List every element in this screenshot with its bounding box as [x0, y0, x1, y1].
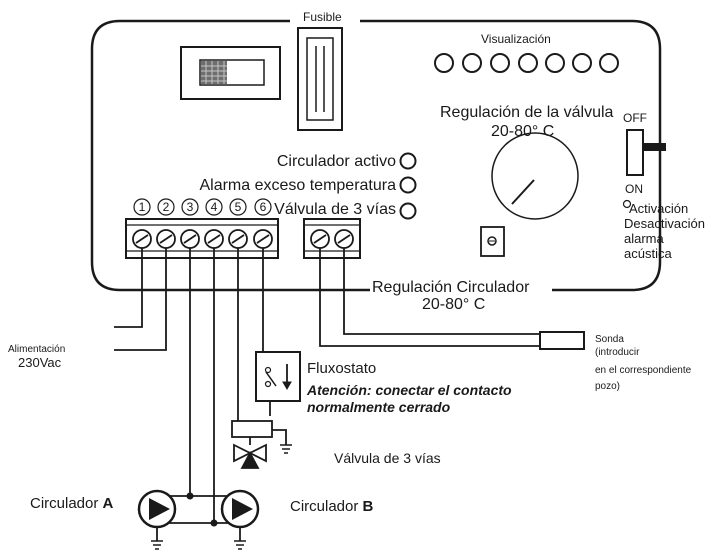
- probe-label-3: en el correspondiente: [595, 365, 692, 376]
- temperature-probe: [539, 331, 585, 350]
- circulator-potentiometer[interactable]: [480, 226, 505, 257]
- indicator-circulator-label: Circulador activo: [277, 153, 396, 170]
- valve-regulation-dial[interactable]: [491, 132, 579, 220]
- switch-on-label: ON: [625, 182, 643, 196]
- circulator-a-pump: [137, 489, 177, 529]
- terminal-number-6: 6: [260, 200, 267, 214]
- probe-label-4: pozo): [595, 381, 620, 392]
- probe-label-1: Sonda: [595, 334, 624, 345]
- circulator-a-label: Circulador A: [30, 495, 114, 512]
- alarm-label-3: alarma: [624, 231, 665, 246]
- alarm-label-4: acústica: [624, 246, 672, 261]
- warning-label-2: normalmente cerrado: [307, 399, 451, 415]
- indicator-leds: [399, 152, 417, 220]
- alarm-toggle-switch[interactable]: [626, 129, 666, 176]
- switch-off-label: OFF: [623, 111, 647, 125]
- terminal-number-4: 4: [211, 200, 218, 214]
- power-supply-label-1: Alimentación: [8, 344, 65, 355]
- fuse: [297, 27, 343, 131]
- wires: [114, 248, 540, 541]
- display-leds: [434, 53, 619, 73]
- circulator-b-prefix: Circulador: [290, 498, 358, 515]
- flow-switch: [255, 351, 301, 402]
- circulator-b-letter: B: [363, 498, 374, 515]
- terminal-number-1: 1: [139, 200, 146, 214]
- selector-dot-icon: [622, 199, 632, 209]
- circulator-regulation-label: Regulación Circulador: [372, 279, 530, 296]
- terminal-number-5: 5: [235, 200, 242, 214]
- indicator-alarm-label: Alarma exceso temperatura: [199, 177, 396, 194]
- pump-ground-icons: [151, 540, 246, 550]
- wire-junctions: [186, 492, 218, 527]
- circulator-b-label: Circulador B: [290, 498, 374, 515]
- alarm-label-1: Activación: [629, 201, 688, 216]
- terminal-number-3: 3: [187, 200, 194, 214]
- alarm-label-2: Desactivación: [624, 216, 705, 231]
- circulator-a-letter: A: [103, 495, 114, 512]
- display-label: Visualización: [481, 32, 551, 46]
- indicator-valve-label: Válvula de 3 vías: [274, 201, 396, 218]
- valve-ground-icon: [280, 444, 292, 454]
- valve-regulation-label: Regulación de la válvula: [440, 104, 614, 121]
- probe-label-2: (introducir: [595, 347, 640, 358]
- circulator-a-prefix: Circulador: [30, 495, 98, 512]
- control-box: [90, 19, 662, 292]
- terminal-block-probe: [303, 218, 361, 259]
- terminal-screws-main: [132, 229, 273, 249]
- valve-range-label: 20-80° C: [491, 123, 554, 140]
- terminal-screws-probe: [310, 229, 354, 249]
- circulator-range-label: 20-80° C: [422, 296, 485, 313]
- main-power-switch[interactable]: [180, 46, 281, 100]
- warning-label-1: Atención: conectar el contacto: [306, 382, 512, 398]
- valve-3way-label: Válvula de 3 vías: [334, 450, 441, 466]
- circulator-b-pump: [220, 489, 260, 529]
- three-way-valve: [231, 420, 273, 469]
- power-supply-label-2: 230Vac: [18, 355, 62, 370]
- terminal-numbers: [133, 198, 272, 216]
- flow-switch-label: Fluxostato: [307, 360, 376, 377]
- terminal-block-main: [125, 218, 279, 259]
- terminal-number-2: 2: [163, 200, 170, 214]
- fuse-label: Fusible: [303, 10, 342, 24]
